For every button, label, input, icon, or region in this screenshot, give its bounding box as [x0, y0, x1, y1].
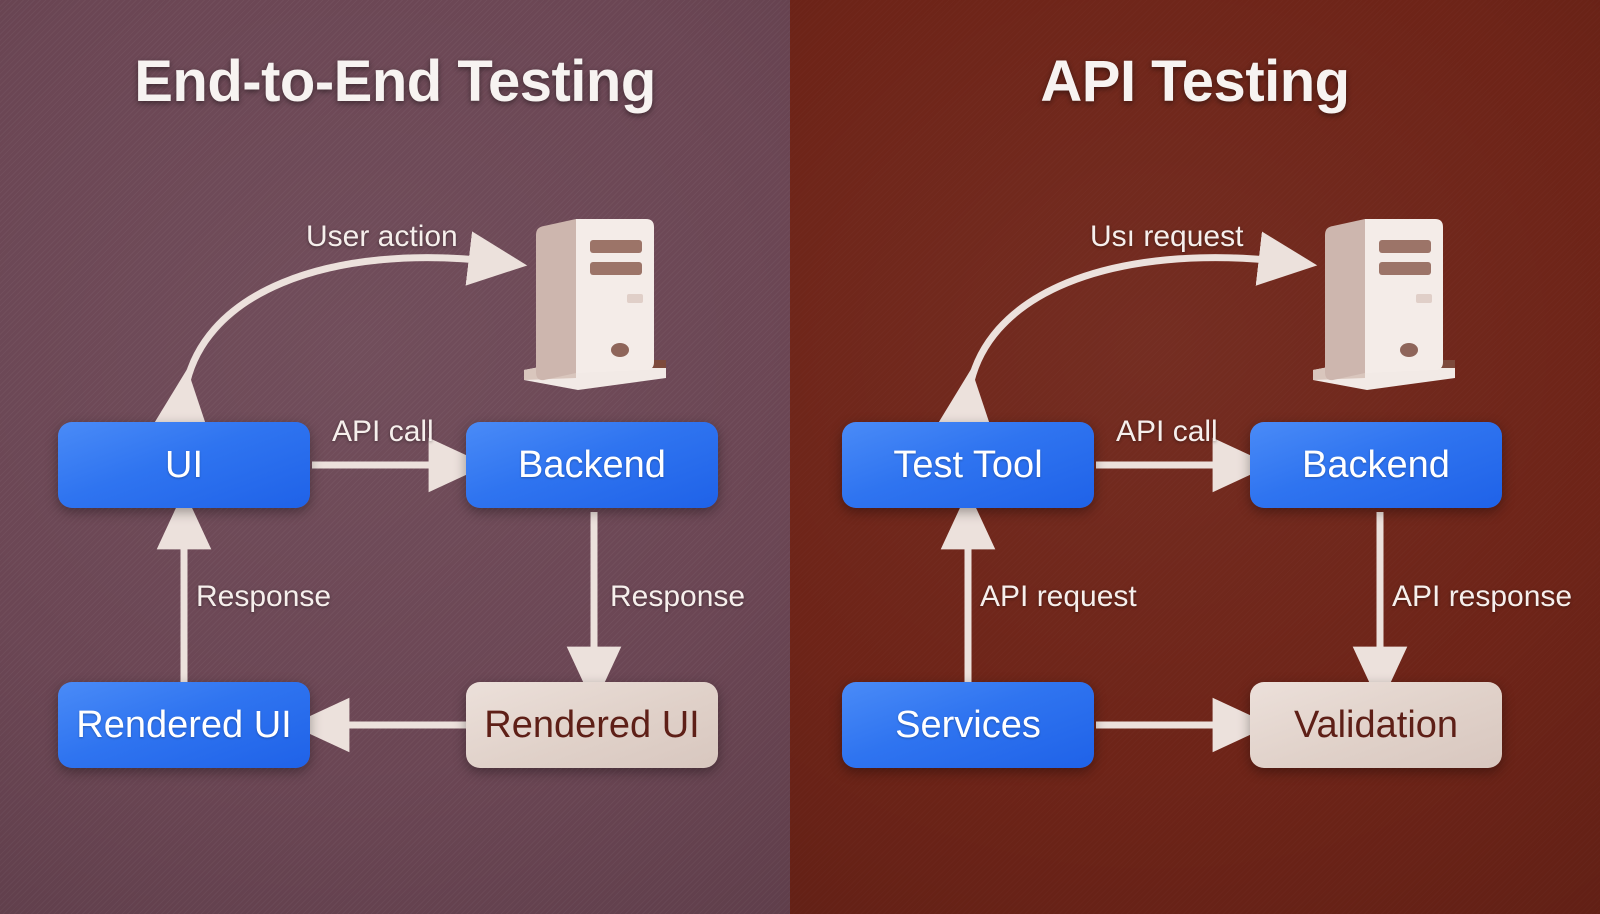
node-validation-label: Validation [1293, 703, 1459, 746]
edge-label-user-action: User action [306, 220, 458, 253]
node-validation[interactable]: Validation [1250, 682, 1502, 768]
node-backend-api[interactable]: Backend [1250, 422, 1502, 508]
node-rendered-ui-left-label: Rendered UI [76, 703, 292, 746]
server-tower-icon [514, 210, 674, 395]
edge-label-response-right: Response [610, 580, 746, 613]
server-tower-icon [1303, 210, 1463, 395]
edge-label-api-request: API request [980, 580, 1137, 613]
node-test-tool-label: Test Tool [893, 443, 1043, 486]
panel-end-to-end-testing: End-to-End Testing [0, 0, 790, 914]
edge-label-api-call: API call [332, 415, 434, 448]
node-ui[interactable]: UI [58, 422, 310, 508]
node-ui-label: UI [165, 443, 203, 486]
page-title-api: API Testing [1040, 49, 1350, 114]
node-backend[interactable]: Backend [466, 422, 718, 508]
arrow-user-request [937, 231, 1318, 431]
edge-label-user-request: Usı request [1090, 220, 1244, 253]
node-backend-api-label: Backend [1302, 443, 1450, 486]
node-rendered-ui-right[interactable]: Rendered UI [466, 682, 718, 768]
node-services-label: Services [895, 703, 1041, 746]
edge-label-response-left: Response [196, 580, 332, 613]
edge-label-api-response: API response [1392, 580, 1573, 613]
node-test-tool[interactable]: Test Tool [842, 422, 1094, 508]
edge-label-api-call-2: API call [1116, 415, 1218, 448]
node-backend-label: Backend [518, 443, 666, 486]
node-services[interactable]: Services [842, 682, 1094, 768]
node-rendered-ui-right-label: Rendered UI [484, 703, 700, 746]
panel-api-testing: API Testing [790, 0, 1600, 914]
page-title-end-to-end: End-to-End Testing [134, 49, 656, 114]
arrow-user-action [153, 231, 528, 431]
node-rendered-ui-left[interactable]: Rendered UI [58, 682, 310, 768]
